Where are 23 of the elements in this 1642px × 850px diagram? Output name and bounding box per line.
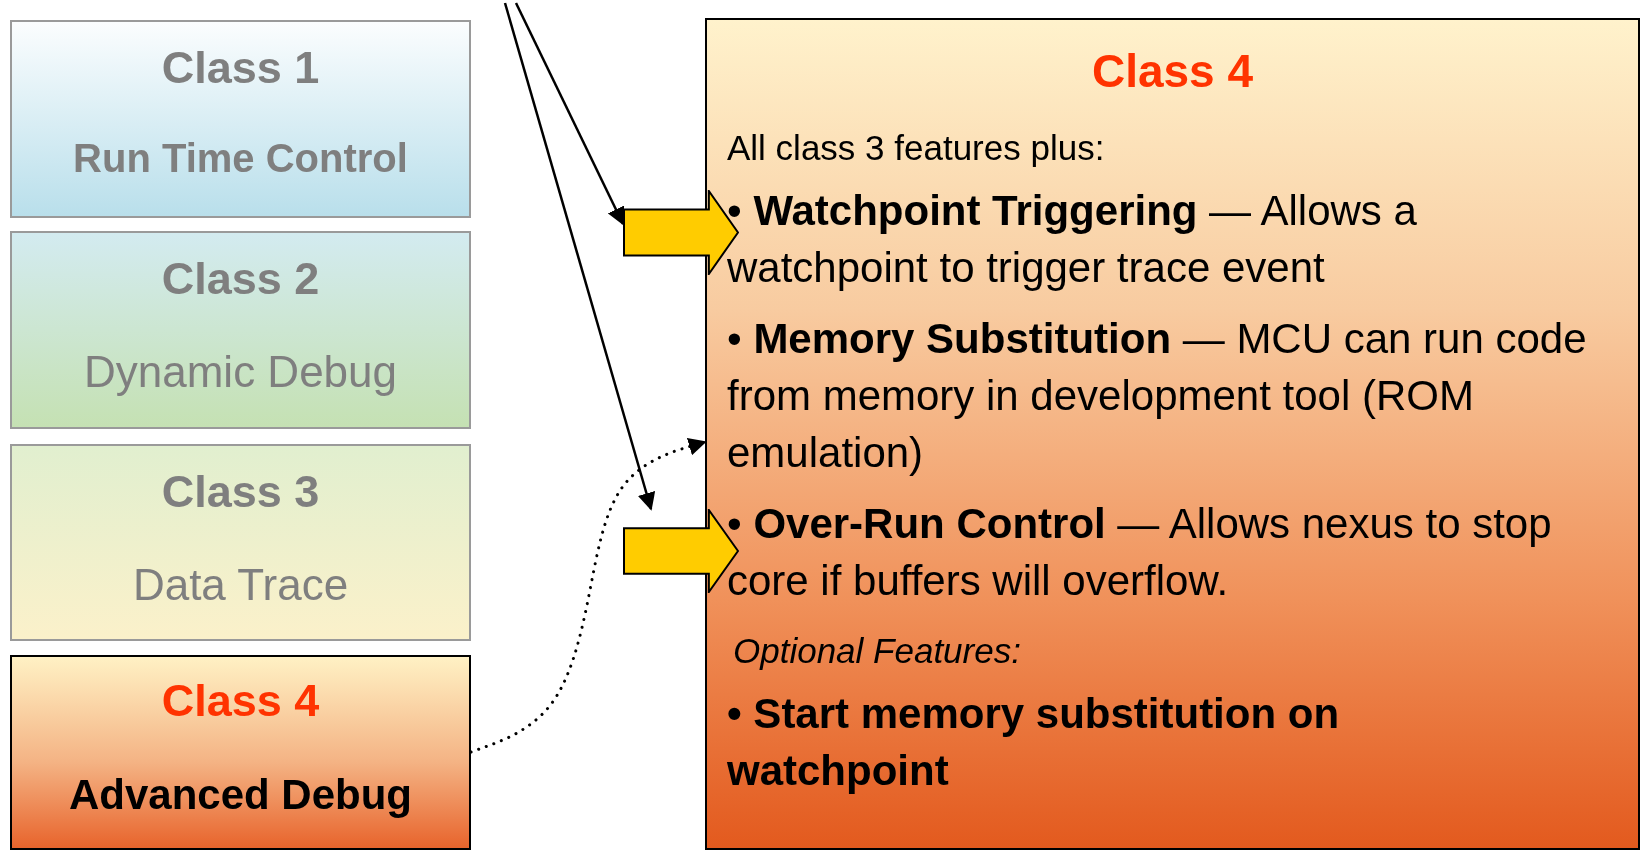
class-subtitle: Advanced Debug — [67, 771, 414, 819]
dotted-arrow — [469, 437, 707, 754]
class-subtitle: Data Trace — [131, 560, 350, 610]
feature-panel — [705, 18, 1640, 850]
feature-item: • Watchpoint Triggering — Allows a watchpoint to trigger trace event — [727, 186, 1418, 293]
panel-title: Class 4 — [1090, 44, 1255, 98]
intro-text: All class 3 features plus: — [727, 128, 1106, 168]
class-title: Class 1 — [160, 42, 321, 94]
class-box — [10, 655, 471, 850]
arrow — [503, 2, 656, 511]
optional-heading: Optional Features: — [732, 631, 1022, 671]
class-title: Class 4 — [160, 675, 321, 727]
arrow — [514, 2, 625, 226]
feature-item: • Start memory substitution on watchpoint — [727, 689, 1341, 796]
class-box — [10, 20, 471, 218]
class-box — [10, 231, 471, 429]
class-subtitle: Run Time Control — [72, 136, 409, 181]
class-box — [10, 444, 471, 641]
class-subtitle: Dynamic Debug — [83, 347, 398, 397]
class-title: Class 2 — [160, 253, 321, 305]
class-title: Class 3 — [160, 466, 321, 518]
feature-item: • Memory Substitution — MCU can run code from memory in development tool (ROM emulation) — [727, 314, 1588, 478]
feature-item: • Over-Run Control — Allows nexus to stop core if buffers will overflow. — [727, 499, 1553, 606]
